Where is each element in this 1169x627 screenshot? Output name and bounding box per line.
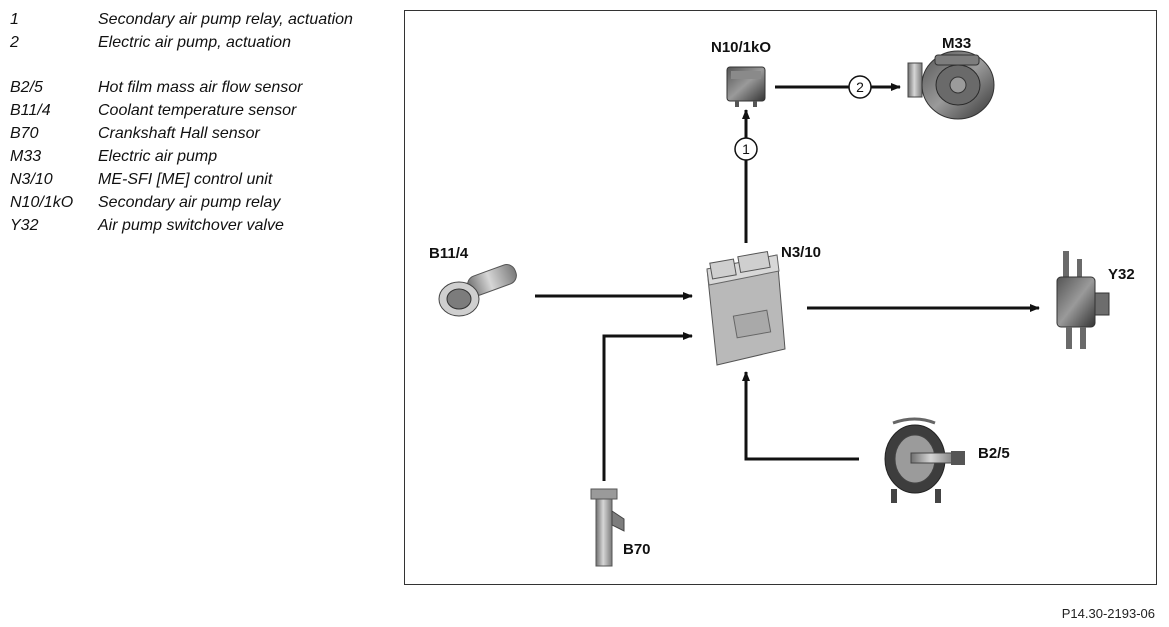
legend-code: 2 bbox=[10, 34, 19, 51]
legend: 1 Secondary air pump relay, actuation 2 … bbox=[10, 8, 390, 237]
label-b70: B70 bbox=[623, 541, 651, 558]
legend-desc: Secondary air pump relay bbox=[98, 194, 281, 211]
label-b11-4: B11/4 bbox=[429, 245, 469, 262]
legend-item: B2/5 Hot film mass air flow sensor bbox=[10, 76, 390, 99]
legend-item: B11/4 Coolant temperature sensor bbox=[10, 99, 390, 122]
label-n3-10: N3/10 bbox=[781, 244, 821, 261]
mass-air-flow-sensor-icon bbox=[884, 417, 965, 503]
legend-desc: Secondary air pump relay, actuation bbox=[98, 11, 353, 28]
legend-desc: Air pump switchover valve bbox=[98, 217, 284, 234]
diagram-frame: 1 2 N10/1kO M33 bbox=[404, 10, 1157, 585]
legend-code: 1 bbox=[10, 11, 19, 28]
label-b2-5: B2/5 bbox=[978, 445, 1010, 462]
legend-code: M33 bbox=[10, 148, 42, 165]
line-b70-to-n3 bbox=[602, 332, 693, 481]
coolant-sensor-icon bbox=[438, 264, 517, 317]
legend-item: N3/10 ME-SFI [ME] control unit bbox=[10, 168, 390, 191]
control-unit-icon bbox=[706, 250, 786, 366]
label-n10-1ko: N10/1kO bbox=[711, 39, 771, 56]
legend-item: B70 Crankshaft Hall sensor bbox=[10, 122, 390, 145]
line-b25-to-n3 bbox=[742, 371, 859, 461]
legend-desc: Electric air pump bbox=[98, 148, 218, 165]
marker-2: 2 bbox=[848, 75, 872, 99]
legend-item: 2 Electric air pump, actuation bbox=[10, 31, 390, 54]
marker-1: 1 bbox=[734, 137, 758, 161]
crankshaft-sensor-icon bbox=[590, 488, 625, 567]
signal-flow-diagram: 1 2 N10/1kO M33 bbox=[429, 35, 1135, 567]
legend-code: B11/4 bbox=[10, 102, 51, 119]
legend-code: N10/1kO bbox=[10, 194, 74, 211]
label-m33: M33 bbox=[942, 35, 971, 52]
legend-item: M33 Electric air pump bbox=[10, 145, 390, 168]
legend-desc: Crankshaft Hall sensor bbox=[98, 125, 260, 142]
legend-desc: ME-SFI [ME] control unit bbox=[98, 171, 273, 188]
label-y32: Y32 bbox=[1108, 266, 1135, 283]
air-pump-icon bbox=[907, 50, 995, 120]
legend-code: N3/10 bbox=[10, 171, 53, 188]
switchover-valve-icon bbox=[1056, 251, 1110, 349]
legend-item: N10/1kO Secondary air pump relay bbox=[10, 191, 390, 214]
legend-desc: Electric air pump, actuation bbox=[98, 34, 291, 51]
marker-2-label: 2 bbox=[856, 79, 864, 95]
legend-item: Y32 Air pump switchover valve bbox=[10, 214, 390, 237]
legend-code: Y32 bbox=[10, 217, 39, 234]
relay-icon bbox=[726, 66, 766, 107]
legend-code: B2/5 bbox=[10, 79, 43, 96]
figure-reference: P14.30-2193-06 bbox=[1061, 606, 1155, 621]
legend-item: 1 Secondary air pump relay, actuation bbox=[10, 8, 390, 31]
legend-code: B70 bbox=[10, 125, 39, 142]
signal-lines bbox=[535, 83, 1040, 481]
legend-desc: Coolant temperature sensor bbox=[98, 102, 297, 119]
marker-1-label: 1 bbox=[742, 141, 750, 157]
legend-desc: Hot film mass air flow sensor bbox=[98, 79, 303, 96]
